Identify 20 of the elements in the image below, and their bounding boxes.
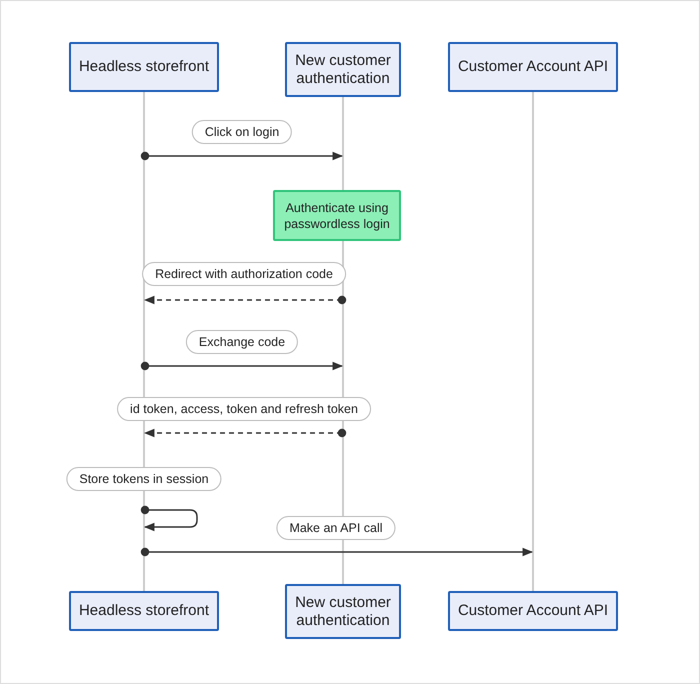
arrow — [140, 548, 534, 556]
edge-label: Click on login — [192, 120, 292, 144]
edge-label: Store tokens in session — [66, 467, 222, 491]
edge-label: id token, access, token and refresh token — [117, 397, 371, 421]
participant-box: Customer Account API — [448, 42, 618, 92]
arrow — [140, 362, 344, 370]
edge-label: Exchange code — [186, 330, 298, 354]
dashed-arrow — [144, 428, 346, 438]
lifeline — [532, 92, 534, 591]
participant-box: Customer Account API — [448, 591, 618, 631]
arrow — [140, 152, 344, 160]
dashed-arrow — [144, 296, 346, 304]
participant-box: New customer authentication — [285, 42, 401, 97]
participant-box: Headless storefront — [69, 42, 219, 92]
participant-box: Headless storefront — [69, 591, 219, 631]
note-box: Authenticate using passwordless login — [273, 190, 401, 241]
edge-label: Make an API call — [276, 516, 396, 540]
participant-box: New customer authentication — [285, 584, 401, 639]
arrow — [140, 506, 198, 532]
edge-label: Redirect with authorization code — [142, 262, 346, 286]
